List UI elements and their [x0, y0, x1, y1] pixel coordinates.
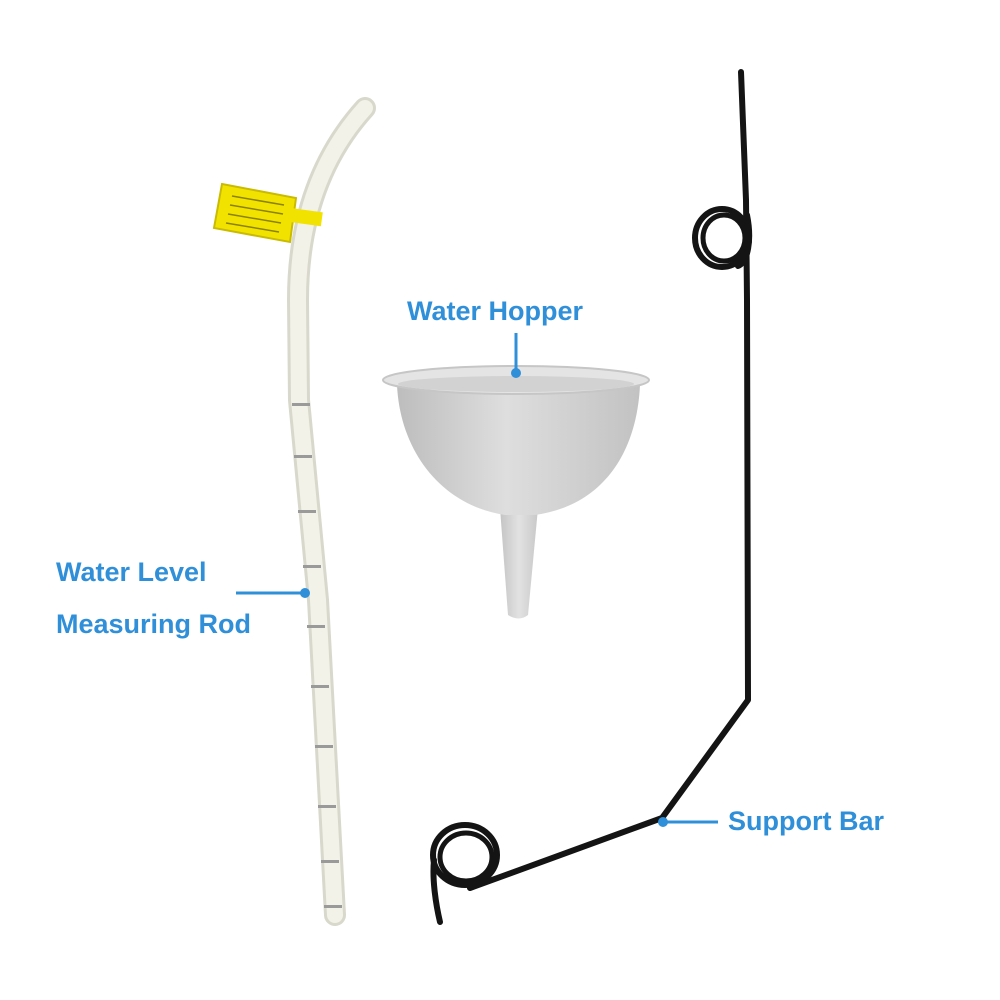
- callouts: [236, 333, 718, 827]
- water-hopper: [382, 365, 650, 619]
- support-bar: [430, 69, 753, 925]
- bar-callout-dot: [658, 817, 668, 827]
- rod-callout-dot: [300, 588, 310, 598]
- measuring-rod-label-line1: Water Level: [56, 557, 207, 587]
- measuring-rod-label-line2: Measuring Rod: [56, 609, 252, 639]
- support-bar-label: Support Bar: [728, 806, 885, 836]
- rod-tag: [212, 182, 323, 244]
- measuring-rod: [212, 97, 376, 926]
- hopper-callout-dot: [511, 368, 521, 378]
- rod-markings: [292, 403, 342, 908]
- water-hopper-label: Water Hopper: [407, 296, 584, 326]
